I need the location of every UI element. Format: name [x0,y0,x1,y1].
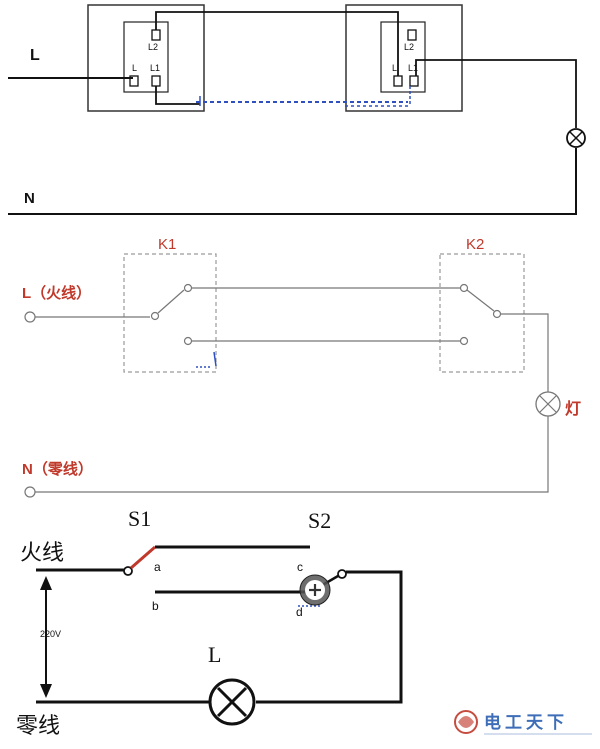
k2-upper-contact [459,283,469,293]
left-switch-body [123,21,169,93]
k1-lower-contact [183,336,193,346]
lamp-return-wire [8,148,577,215]
live-wire-label: L（火线） [22,284,91,302]
diagram-2-schematic: K1 K2 L（火线） N（零线） 灯 [22,236,581,498]
voltage-arrow-up-icon [40,576,52,590]
k1-common-terminal [150,311,160,321]
k1-label: K1 [158,236,176,253]
diagram-3-s1-s2: S1 S2 火线 零线 220V L a b c d [16,506,403,738]
s1-label: S1 [128,506,151,531]
s2-common-terminal [337,569,347,579]
s1-blade [130,545,156,570]
neutral-wire-label: 零线 [16,713,60,738]
line-label-l: L [30,47,40,64]
left-l1-label: L1 [150,63,160,73]
lamp-to-neutral-wire [34,416,549,493]
traveler-wire-l1 [155,86,200,105]
voltage-arrow-down-icon [40,684,52,698]
k2-blade [466,289,495,312]
right-l2-label: L2 [404,42,414,52]
k1-blade [157,289,185,314]
traveler-lower-blue-hook [213,351,217,367]
lamp-feed-wire [415,59,577,128]
k1-upper-contact [183,283,193,293]
lamp-icon [566,128,586,148]
logo-mark-icon [454,710,478,734]
k1-dashed-box [123,253,217,373]
contact-a-label: a [154,560,161,574]
s1-common-terminal [123,566,133,576]
k2-common-terminal [492,309,502,319]
right-l1-label: L1 [408,63,418,73]
left-terminal-l [129,75,139,87]
neutral-label-n: N [24,190,35,207]
watermark-text: 电工天下 [484,712,568,732]
k2-to-lamp-wire [501,313,549,393]
contact-c-label: c [297,560,303,574]
watermark: 电工天下 [454,710,592,735]
voltage-label: 220V [40,629,61,639]
contact-d-label: d [296,605,303,619]
contact-b-label: b [152,599,159,613]
k2-label: K2 [466,236,484,253]
neutral-wire-label: N（零线） [22,460,93,478]
right-terminal-l1 [409,75,419,87]
lamp-icon [208,678,256,726]
s2-label: S2 [308,508,331,533]
s2-to-lamp-wire [256,570,403,704]
right-l-label: L [392,63,397,73]
lamp-label: L [208,642,221,667]
left-l2-label: L2 [148,42,158,52]
plus-cursor-icon[interactable] [299,574,331,606]
lamp-icon [535,391,561,417]
live-input-terminal [24,311,36,323]
lamp-label: 灯 [565,400,581,418]
right-terminal-l2 [407,29,417,41]
left-l-label: L [132,63,137,73]
diagram-1-switch-wiring: L2 L L1 L2 L L1 L N [8,4,586,215]
k2-dashed-box [439,253,525,373]
traveler-wire-l2 [155,11,399,76]
k2-lower-contact [459,336,469,346]
neutral-input-terminal [24,486,36,498]
live-wire-label: 火线 [20,540,64,565]
